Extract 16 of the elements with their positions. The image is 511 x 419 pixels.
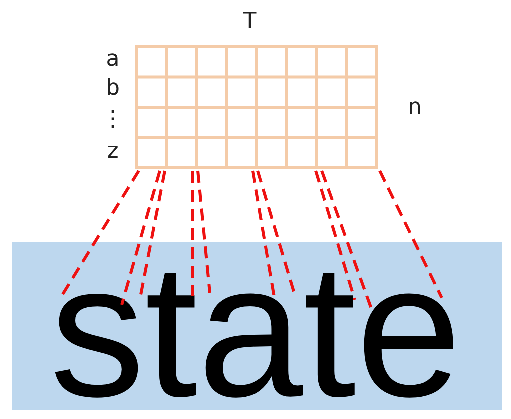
dashed-line — [314, 170, 356, 300]
dashed-line — [196, 170, 212, 294]
text-band — [12, 242, 502, 410]
dashed-line — [378, 170, 444, 299]
dashed-line — [320, 170, 374, 310]
dashed-line — [192, 171, 194, 296]
row-label: a — [105, 48, 121, 72]
row-label: b — [105, 77, 121, 101]
row-label: ⋮ — [101, 108, 125, 132]
dashed-line — [60, 170, 140, 297]
axis-label: T — [242, 10, 258, 34]
dashed-line — [120, 170, 162, 306]
axis-label: n — [407, 96, 423, 120]
grid-table — [137, 47, 377, 168]
word: state — [50, 256, 462, 406]
row-label: z — [106, 140, 120, 164]
